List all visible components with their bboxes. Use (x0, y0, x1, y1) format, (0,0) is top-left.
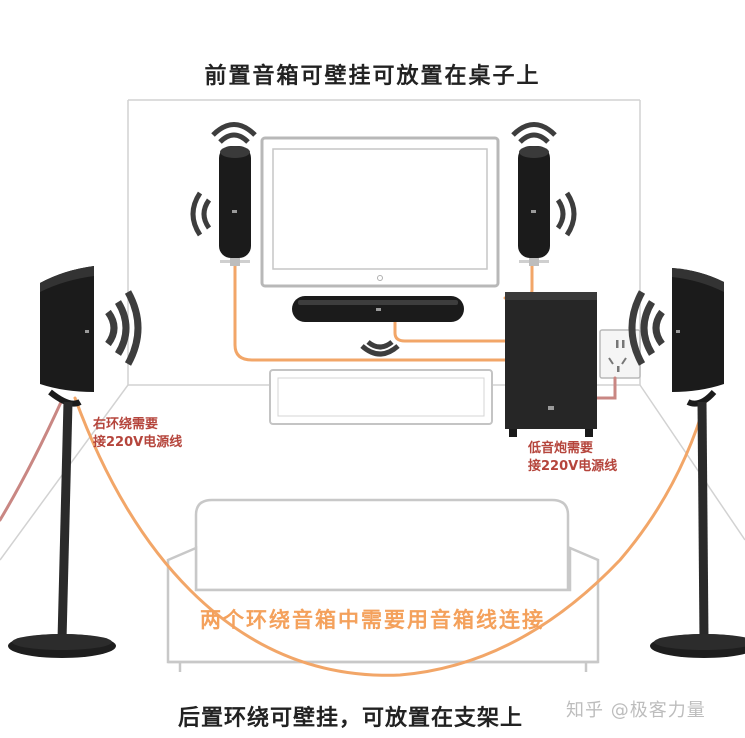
rear-right-speaker (650, 268, 745, 658)
page-title: 前置音箱可壁挂可放置在桌子上 (204, 64, 541, 89)
center-speaker (292, 296, 464, 322)
sofa (166, 498, 600, 672)
subwoofer (505, 292, 597, 437)
rear-left-speaker (8, 266, 116, 658)
front-right-speaker (518, 146, 550, 266)
tv-cabinet (269, 369, 493, 425)
bottom-title: 后置环绕可壁挂，可放置在支架上 (178, 706, 524, 731)
right-surround-power-note: 右环绕需要 接220V电源线 (93, 417, 183, 450)
television (260, 136, 500, 288)
subwoofer-power-note: 低音炮需要 接220V电源线 (528, 441, 618, 474)
power-cables (0, 376, 617, 522)
watermark: 知乎 @极客力量 (566, 700, 706, 721)
surround-cable-caption: 两个环绕音箱中需要用音箱线连接 (200, 608, 545, 632)
front-left-speaker (219, 146, 251, 266)
sound-wave-icon (105, 122, 665, 366)
